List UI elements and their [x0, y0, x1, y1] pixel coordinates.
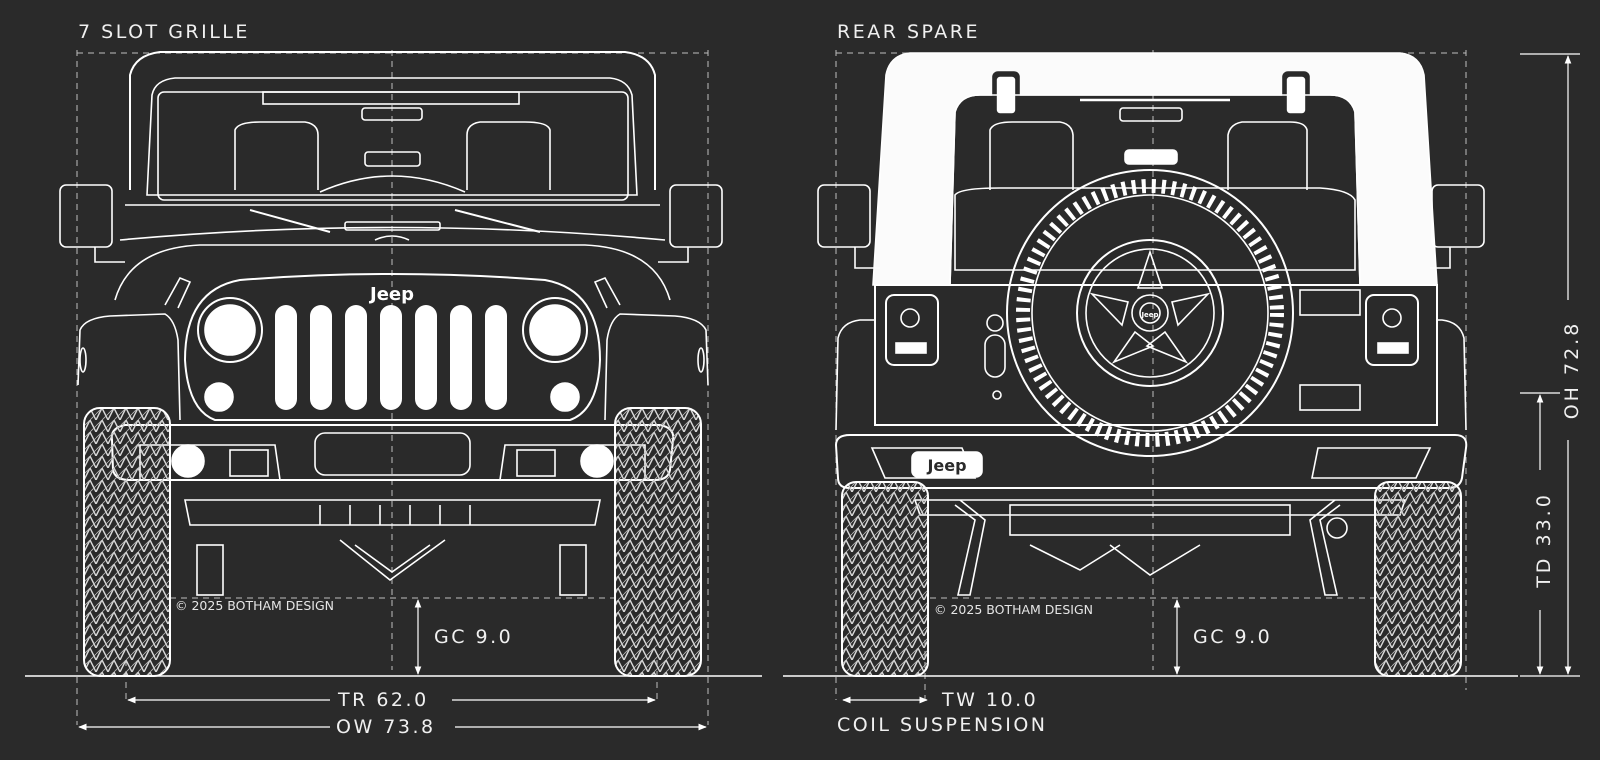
ow-dimension-label: OW 73.8 [336, 716, 436, 738]
rear-view-title: REAR SPARE [837, 21, 980, 43]
spare-wheel-jeep-logo: Jeep [1140, 311, 1158, 319]
tw-dimension-label: TW 10.0 [942, 689, 1039, 711]
front-dimensions [78, 599, 707, 731]
front-copyright: © 2025 BOTHAM DESIGN [175, 598, 334, 613]
rear-copyright: © 2025 BOTHAM DESIGN [934, 602, 1093, 617]
rear-dimensions [842, 55, 1572, 704]
td-dimension-label: TD 33.0 [1533, 492, 1555, 589]
front-jeep-logo: Jeep [368, 284, 414, 305]
grille-slots [275, 305, 507, 410]
suspension-label: COIL SUSPENSION [837, 714, 1048, 736]
front-gc-label: GC 9.0 [434, 626, 514, 648]
front-view-title: 7 SLOT GRILLE [78, 21, 250, 43]
spare-wheel-spokes [1089, 249, 1211, 364]
front-view [25, 50, 762, 725]
oh-dimension-label: OH 72.8 [1561, 321, 1583, 420]
rear-view [783, 50, 1580, 700]
tr-dimension-label: TR 62.0 [338, 689, 429, 711]
rear-bumper-jeep-logo: Jeep [926, 456, 966, 475]
rear-gc-label: GC 9.0 [1193, 626, 1273, 648]
